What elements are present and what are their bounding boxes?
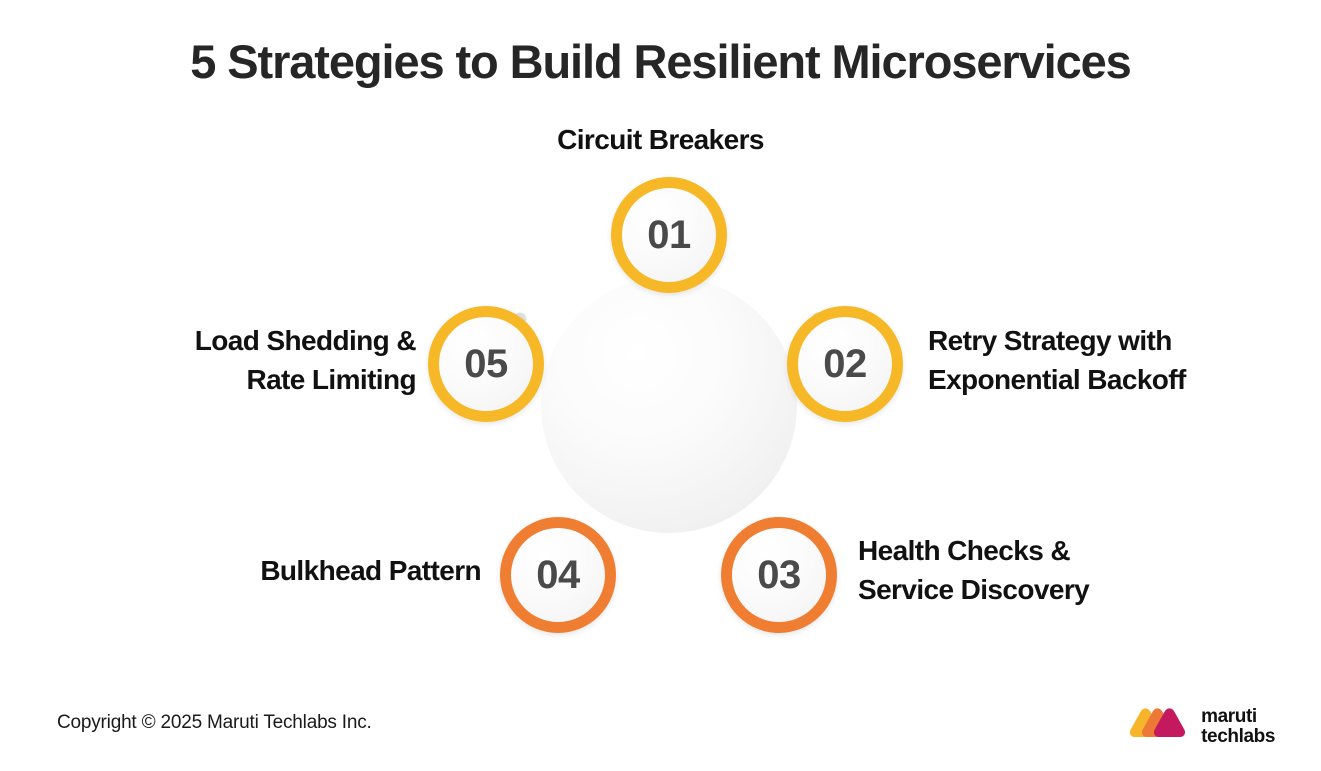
step-node-03[interactable]: 03: [721, 517, 837, 633]
step-node-01[interactable]: 01: [611, 177, 727, 293]
step-label-04: Bulkhead Pattern: [260, 555, 481, 586]
page-title: 5 Strategies to Build Resilient Microser…: [190, 35, 1132, 88]
step-label-01: Circuit Breakers: [557, 124, 764, 155]
step-number-01: 01: [647, 213, 691, 257]
step-label-03: Health Checks & Service Discovery: [858, 535, 1090, 605]
step-node-02[interactable]: 02: [787, 306, 903, 422]
step-label-05: Load Shedding & Rate Limiting: [194, 325, 417, 395]
step-number-05: 05: [464, 342, 508, 386]
step-node-05[interactable]: 05: [428, 306, 544, 422]
step-node-04[interactable]: 04: [500, 517, 616, 633]
center-sphere-decoration: [541, 277, 797, 533]
step-label-02: Retry Strategy with Exponential Backoff: [928, 325, 1186, 395]
step-number-02: 02: [823, 342, 867, 386]
maruti-techlabs-logo-icon: [1130, 708, 1186, 738]
step-number-04: 04: [536, 553, 580, 597]
brand-name: maruti techlabs: [1201, 706, 1275, 748]
copyright-text: Copyright © 2025 Maruti Techlabs Inc.: [57, 712, 372, 733]
brand-logo: maruti techlabs: [1127, 706, 1275, 748]
step-number-03: 03: [757, 553, 801, 597]
